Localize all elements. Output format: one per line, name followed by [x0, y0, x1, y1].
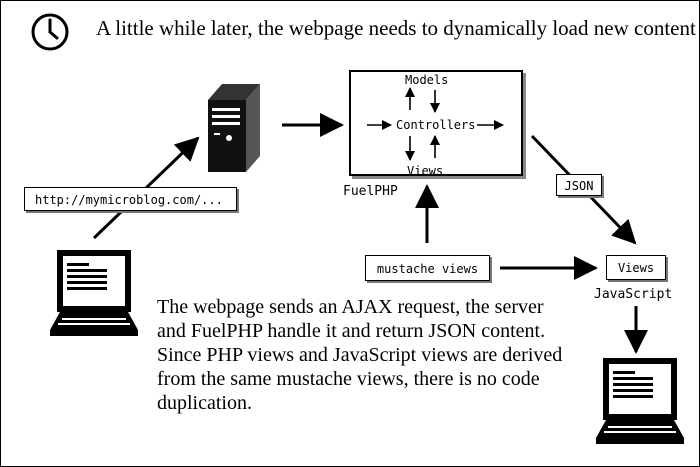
- client-computer-icon: [50, 250, 138, 336]
- description-line: The webpage sends an AJAX request, the s…: [157, 296, 544, 318]
- description-line: and FuelPHP handle it and return JSON co…: [157, 320, 546, 342]
- controllers-label: Controllers: [396, 118, 476, 132]
- description-line: duplication.: [157, 392, 252, 414]
- result-computer-icon: [596, 358, 684, 444]
- js-views-label: Views: [606, 255, 666, 280]
- description-line: Since PHP views and JavaScript views are…: [157, 344, 563, 366]
- views-label: Views: [407, 164, 444, 178]
- mvc-arrows: [367, 87, 504, 161]
- fuelphp-box: Models Controllers Views: [349, 70, 523, 178]
- description-text: The webpage sends an AJAX request, the s…: [157, 295, 562, 415]
- url-label: http://mymicroblog.com/...: [24, 187, 237, 211]
- json-label: JSON: [556, 174, 602, 196]
- fuelphp-label: FuelPHP: [343, 184, 398, 199]
- heading-text: A little while later, the webpage needs …: [96, 16, 696, 40]
- description-line: from the same mustache views, there is n…: [157, 368, 540, 390]
- clock-icon: [31, 13, 69, 51]
- javascript-label: JavaScript: [594, 287, 673, 302]
- mustache-views-label: mustache views: [365, 255, 490, 281]
- models-label: Models: [405, 73, 449, 87]
- server-icon: [208, 84, 260, 172]
